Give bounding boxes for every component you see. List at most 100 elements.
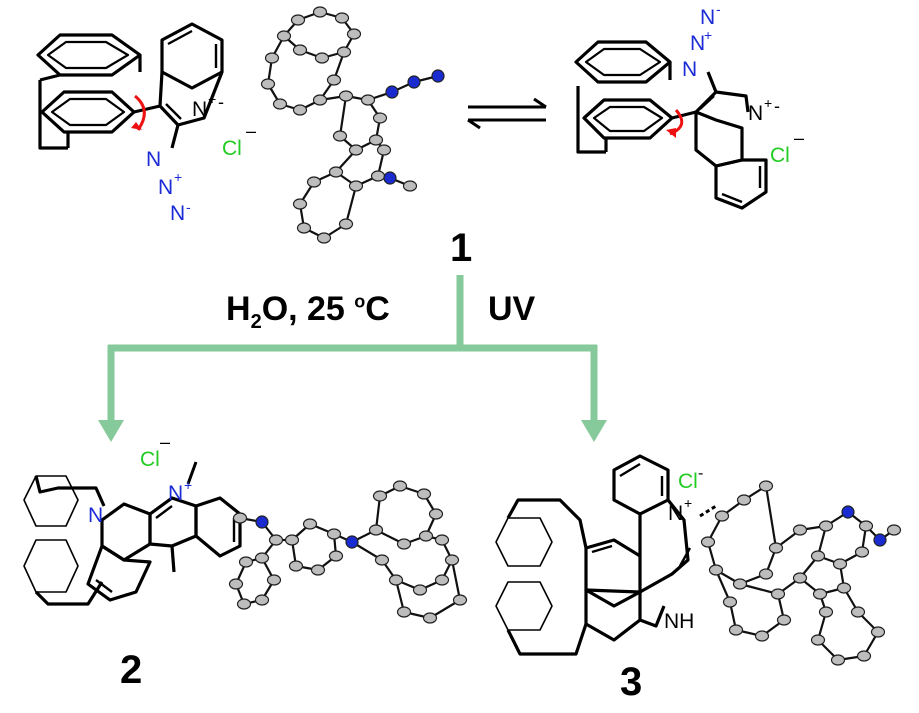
- crystal-structure-1: [260, 6, 445, 244]
- ortep-carbon-atom: [238, 556, 254, 568]
- ortep-carbon-atom: [368, 134, 384, 146]
- ortep-carbon-atom: [886, 524, 902, 536]
- ortep-carbon-atom: [776, 614, 792, 626]
- ortep-carbon-atom: [854, 546, 870, 558]
- ortep-carbon-atom: [832, 558, 848, 570]
- arrowhead-to-2: [98, 420, 124, 442]
- ortep-carbon-atom: [416, 488, 432, 500]
- structure-1-conformer-a: [36, 22, 224, 150]
- chloride-3: Cl: [678, 470, 698, 493]
- ortep-carbon-atom: [312, 6, 328, 18]
- ortep-carbon-atom: [758, 480, 774, 492]
- ortep-carbon-atom: [736, 494, 752, 506]
- chloride-charge-3: -: [698, 465, 703, 482]
- charge-minus-top-right: -: [774, 96, 780, 116]
- ortep-carbon-atom: [372, 490, 388, 502]
- azide-n2-top-left: N: [158, 176, 173, 199]
- ortep-carbon-atom: [254, 552, 270, 564]
- ortep-carbon-atom: [276, 30, 292, 42]
- structure-1-conformer-b: [574, 40, 768, 210]
- crystal-structure-2: [228, 480, 468, 624]
- ortep-carbon-atom: [312, 94, 328, 106]
- ortep-carbon-atom: [346, 28, 362, 40]
- ortep-carbon-atom: [254, 594, 270, 606]
- compound-label-3: 3: [620, 660, 643, 704]
- ortep-nitrogen-atom: [873, 533, 887, 547]
- azide-n1-top-right: N: [682, 58, 697, 81]
- compound-label-1: 1: [450, 226, 473, 270]
- chloride-charge-2: –: [160, 432, 170, 452]
- ortep-carbon-atom: [288, 560, 304, 572]
- ortep-carbon-atom: [292, 104, 308, 116]
- ortep-carbon-atom: [306, 176, 322, 188]
- ortep-carbon-atom: [714, 510, 730, 522]
- chloride-top-left: Cl: [222, 137, 242, 160]
- charge-plus-2: +: [184, 477, 192, 493]
- azide-n2-top-right: N: [690, 32, 705, 55]
- ortep-carbon-atom: [332, 130, 348, 142]
- ortep-carbon-atom: [370, 170, 386, 182]
- ortep-carbon-atom: [374, 554, 390, 566]
- atom-n-plus-2: N: [168, 482, 183, 505]
- ortep-carbon-atom: [264, 52, 280, 64]
- ortep-carbon-atom: [732, 578, 748, 590]
- ortep-carbon-atom: [412, 584, 428, 596]
- compound-label-2: 2: [120, 648, 143, 692]
- condition-degree: o: [354, 291, 366, 312]
- ortep-carbon-atom: [858, 520, 874, 532]
- ortep-carbon-atom: [326, 74, 342, 86]
- ortep-carbon-atom: [328, 550, 344, 562]
- condition-unit: C: [365, 290, 390, 328]
- condition-uv: UV: [488, 290, 536, 328]
- ortep-bond: [374, 495, 382, 531]
- ortep-carbon-atom: [870, 626, 886, 638]
- ortep-carbon-atom: [758, 568, 774, 580]
- ortep-carbon-atom: [728, 624, 744, 636]
- ortep-carbon-atom: [260, 78, 276, 90]
- ortep-carbon-atom: [336, 46, 352, 58]
- rotation-arrow-left: [133, 94, 146, 131]
- ortep-carbon-atom: [792, 524, 808, 536]
- ortep-carbon-atom: [348, 144, 364, 156]
- ortep-nitrogen-atom: [841, 505, 855, 519]
- ortep-carbon-atom: [428, 508, 444, 520]
- ortep-carbon-atom: [708, 564, 724, 576]
- ortep-nitrogen-atom: [385, 85, 399, 99]
- ortep-carbon-atom: [396, 538, 412, 550]
- atom-n-top-left: N: [192, 98, 207, 121]
- arrowhead-to-3: [581, 420, 607, 442]
- ortep-carbon-atom: [372, 112, 388, 124]
- structure-3: [495, 454, 717, 656]
- condition-hydrolysis: H2O, 25 oC: [226, 290, 390, 334]
- ortep-carbon-atom: [316, 232, 332, 244]
- ortep-carbon-atom: [770, 588, 786, 600]
- ortep-carbon-atom: [368, 524, 384, 536]
- ortep-carbon-atom: [360, 94, 376, 106]
- ortep-carbon-atom: [812, 588, 828, 600]
- ortep-carbon-atom: [444, 554, 460, 566]
- ortep-carbon-atom: [338, 218, 354, 230]
- ortep-carbon-atom: [836, 582, 852, 594]
- ortep-carbon-atom: [818, 606, 834, 618]
- chloride-top-right: Cl: [770, 144, 790, 167]
- ortep-carbon-atom: [392, 480, 408, 492]
- chloride-2: Cl: [140, 448, 160, 471]
- ortep-carbon-atom: [792, 572, 808, 584]
- ortep-carbon-atom: [348, 180, 364, 192]
- azide-n1-top-left: N: [146, 148, 161, 171]
- ortep-carbon-atom: [236, 598, 252, 610]
- atom-n-top-right: N: [748, 102, 763, 125]
- ortep-carbon-atom: [422, 612, 438, 624]
- ortep-carbon-atom: [754, 630, 770, 642]
- azide-minus-top-left: -: [186, 199, 191, 215]
- equilibrium-arrow: [467, 97, 547, 130]
- chloride-charge-top-right: –: [794, 128, 804, 148]
- ortep-carbon-atom: [856, 650, 872, 662]
- ortep-carbon-atom: [292, 44, 308, 56]
- ortep-carbon-atom: [810, 634, 826, 646]
- ortep-carbon-atom: [302, 518, 318, 530]
- ortep-carbon-atom: [768, 542, 784, 554]
- reaction-arrows: [107, 275, 598, 420]
- atom-nh-3: NH: [664, 610, 694, 633]
- ortep-carbon-atom: [818, 520, 834, 532]
